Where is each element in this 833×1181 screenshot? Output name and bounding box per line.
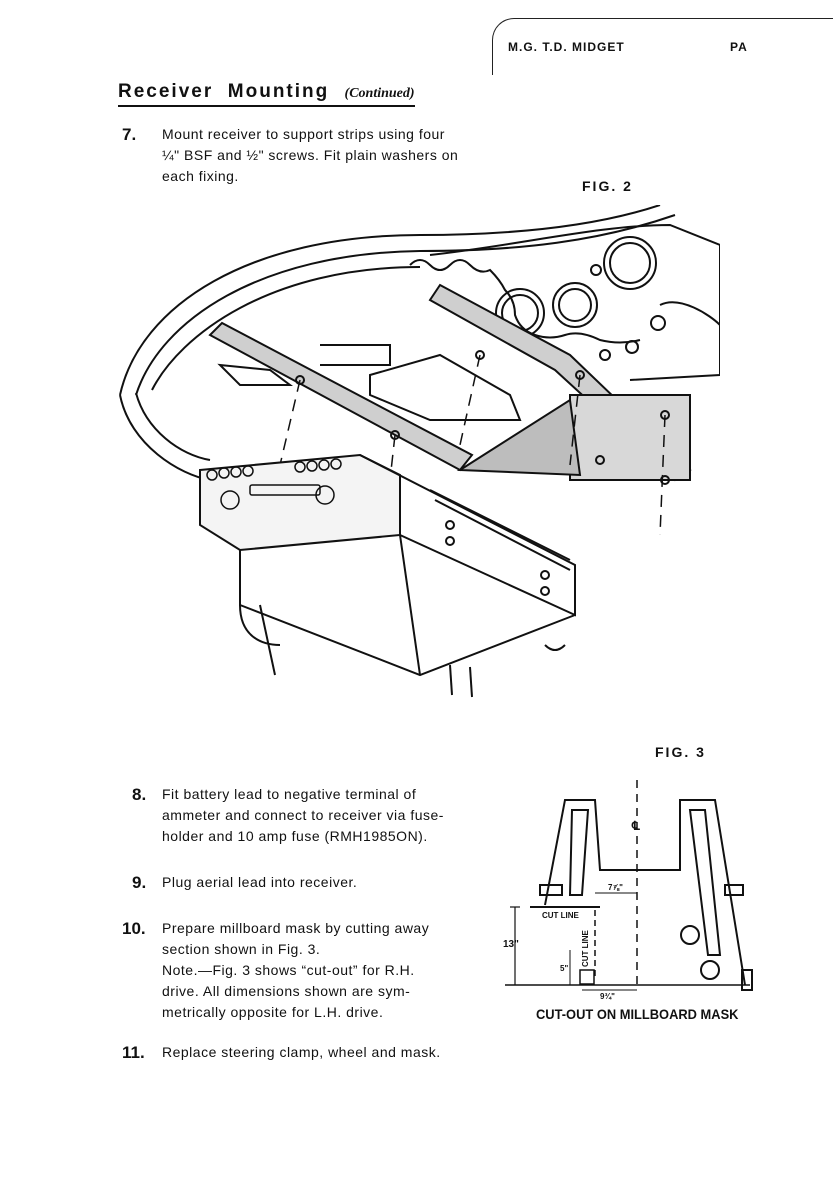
step-text: Fit battery lead to negative terminal of…: [162, 784, 444, 847]
step-number: 10.: [122, 919, 146, 938]
fig3-label: FIG. 3: [655, 744, 706, 760]
fig3-dim-height: 13": [503, 939, 519, 950]
step-line: section shown in Fig. 3.: [162, 941, 321, 957]
step-number: 7.: [122, 125, 137, 144]
step-text: Replace steering clamp, wheel and mask.: [162, 1042, 441, 1063]
step-line: Replace steering clamp, wheel and mask.: [162, 1044, 441, 1060]
step-7: 7. Mount receiver to support strips usin…: [122, 124, 502, 194]
fig3-dim-width: 7⅞": [608, 883, 623, 892]
fig3-centre-mark: ℄: [631, 819, 640, 833]
fig3-cut-line-side-label: CUT LINE: [581, 929, 590, 967]
step-text: Prepare millboard mask by cutting away s…: [162, 918, 429, 1023]
step-line: Prepare millboard mask by cutting away: [162, 920, 430, 936]
fig2-label: FIG. 2: [582, 178, 633, 194]
step-line: ammeter and connect to receiver via fuse…: [162, 807, 444, 823]
step-number: 8.: [132, 785, 147, 804]
step-line: each fixing.: [162, 168, 239, 184]
step-number: 11.: [122, 1043, 145, 1062]
step-8: 8. Fit battery lead to negative terminal…: [132, 784, 502, 854]
step-text: Mount receiver to support strips using f…: [162, 124, 458, 187]
fig3-cut-line-top-label: CUT LINE: [542, 911, 580, 920]
fig3-caption: CUT-OUT ON MILLBOARD MASK: [536, 1006, 739, 1022]
section-title: Receiver Mounting (Continued): [118, 81, 415, 107]
step-line: metrically opposite for L.H. drive.: [162, 1004, 384, 1020]
section-title-text: Receiver Mounting: [118, 81, 330, 102]
section-continued: (Continued): [344, 86, 415, 101]
fig3-dim-small: 5": [560, 964, 568, 973]
header-title: M.G. T.D. MIDGET: [508, 40, 625, 54]
fig3-diagram: CUT LINE CUT LINE 7⅞" 13" 5" 9¾" ℄: [503, 780, 753, 1001]
step-line: Note.—Fig. 3 shows “cut-out” for R.H.: [162, 962, 415, 978]
step-line: ¼" BSF and ½" screws. Fit plain washers …: [162, 147, 459, 163]
step-number: 9.: [132, 873, 147, 892]
step-line: Plug aerial lead into receiver.: [162, 874, 358, 890]
fig2-illustration: [119, 205, 720, 698]
step-line: Mount receiver to support strips using f…: [162, 126, 445, 142]
step-line: Fit battery lead to negative terminal of: [162, 786, 417, 802]
step-11: 11. Replace steering clamp, wheel and ma…: [122, 1042, 502, 1066]
header-page-number: PA: [730, 40, 748, 54]
fig3-dim-bottom: 9¾": [600, 992, 615, 1001]
step-line: drive. All dimensions shown are sym-: [162, 983, 411, 999]
header-tab: [492, 18, 833, 75]
step-line: holder and 10 amp fuse (RMH1985ON).: [162, 828, 428, 844]
step-10: 10. Prepare millboard mask by cutting aw…: [122, 918, 502, 1028]
step-9: 9. Plug aerial lead into receiver.: [132, 872, 502, 896]
step-text: Plug aerial lead into receiver.: [162, 872, 357, 893]
